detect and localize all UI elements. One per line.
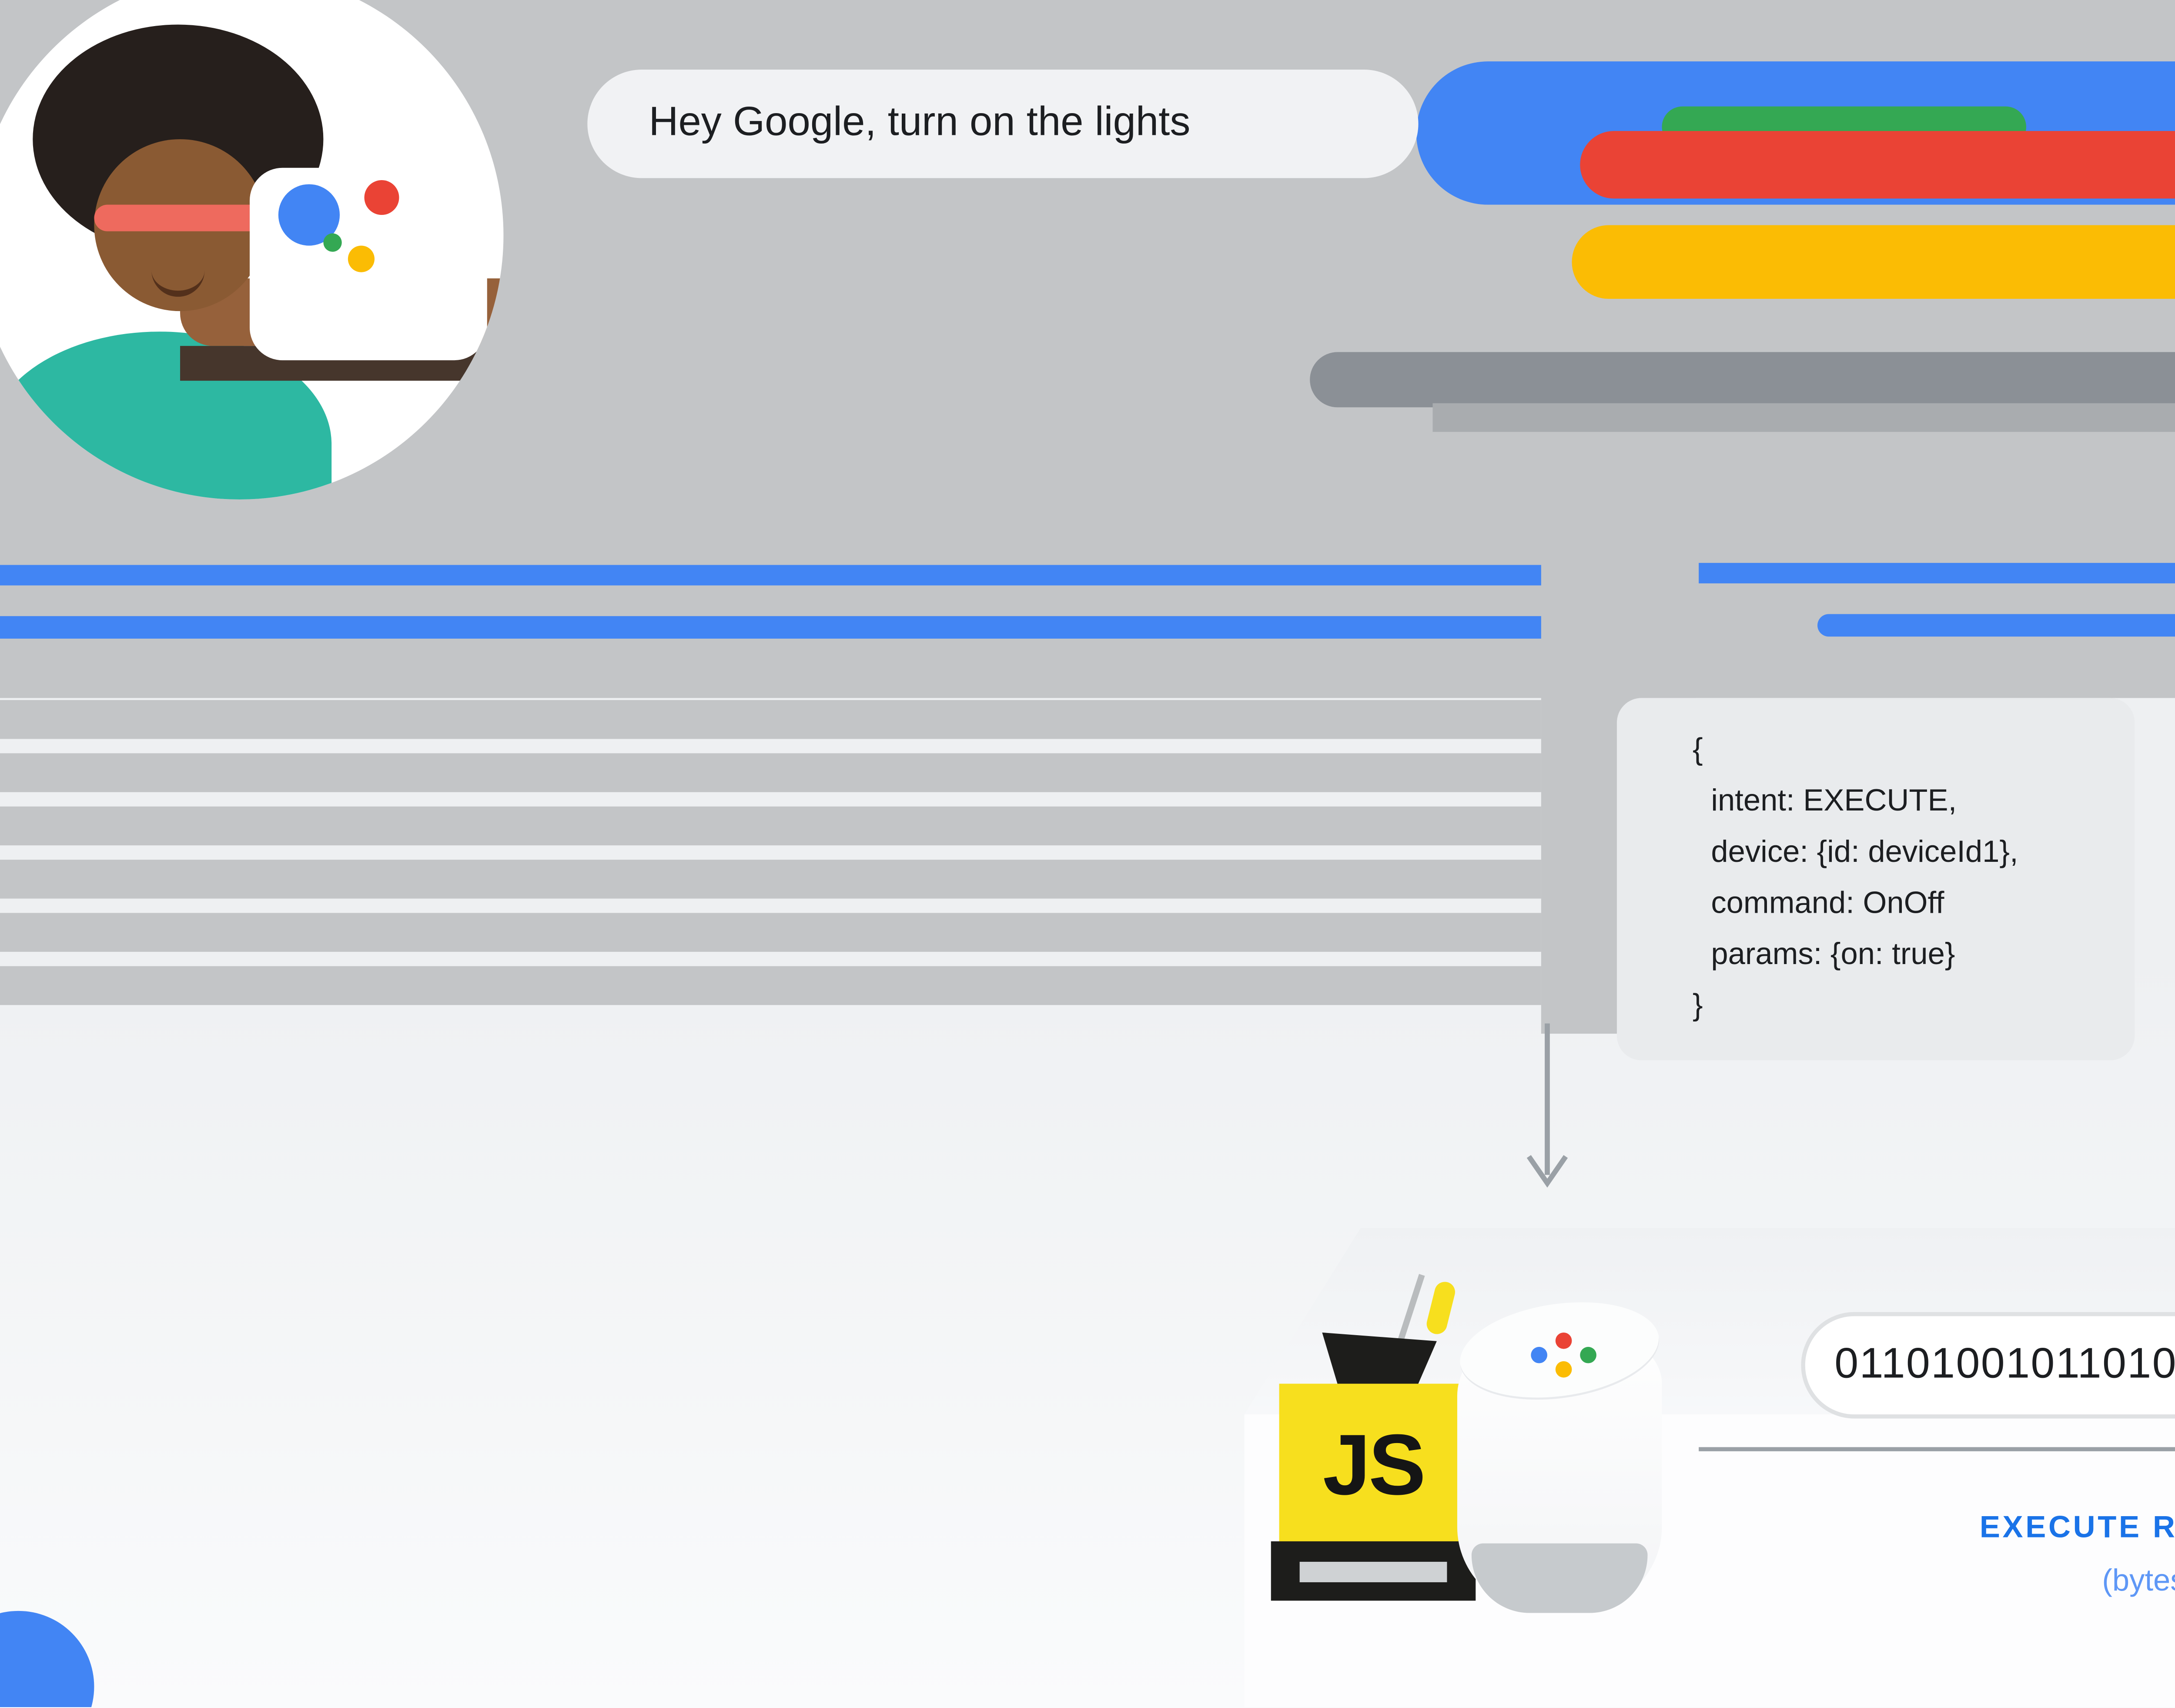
bytes-label: (bytes) [2102,1564,2175,1599]
avatar-glasses [94,204,271,231]
blue-text-line [0,616,1541,639]
speaker-led-yellow [1555,1361,1572,1378]
js-logo-text: JS [1322,1416,1426,1513]
text-placeholder-stripe [0,913,1541,952]
code-line: { [1693,733,1703,768]
text-placeholder-stripe [0,806,1541,846]
code-line: command: OnOff [1711,886,1944,921]
red-bar [1580,131,2175,199]
execute-request-label: EXECUTE REQUEST [1979,1510,2175,1546]
arrow-right-icon [1699,1447,2175,1451]
blue-text-line [1699,563,2175,583]
text-placeholder-stripe [0,966,1541,1005]
corner-blue-accent [0,1611,94,1707]
smart-speaker-base [1471,1543,1648,1613]
text-placeholder-stripe [0,860,1541,899]
speaker-led-blue [1531,1346,1547,1363]
code-line: params: {on: true} [1711,937,1955,972]
arrow-down-icon [1526,1023,1568,1188]
code-line: intent: EXECUTE, [1711,784,1957,819]
blue-text-line [1817,614,2175,637]
code-line: device: {id: deviceId1}, [1711,835,2018,870]
text-placeholder-stripe [0,700,1541,739]
user-avatar [0,0,504,500]
intent-code-block: { intent: EXECUTE, device: {id: deviceId… [1616,698,2135,1061]
code-line: } [1693,988,1703,1024]
user-speech-text: Hey Google, turn on the lights [649,100,1191,146]
mid-gray-bar [1432,403,2175,432]
binary-payload-pill: 01101001011010110001110110 [1801,1312,2175,1419]
speaker-led-red [1555,1332,1572,1349]
yellow-bar [1572,225,2175,299]
js-robot-base-slot [1299,1561,1447,1582]
text-placeholder-stripe [0,753,1541,792]
assistant-logo-bubble [250,167,487,361]
assistant-green-dot-icon [323,233,342,252]
blue-text-line [0,565,1541,586]
assistant-red-dot-icon [364,180,399,215]
js-logo-icon: JS [1279,1383,1468,1547]
js-robot-base [1271,1541,1476,1601]
speaker-led-green [1580,1346,1596,1363]
assistant-yellow-dot-icon [348,245,375,272]
dark-gray-pill [1310,352,2175,408]
binary-payload-text: 01101001011010110001110110 [1834,1340,2175,1388]
user-speech-bubble: Hey Google, turn on the lights [587,69,1419,178]
